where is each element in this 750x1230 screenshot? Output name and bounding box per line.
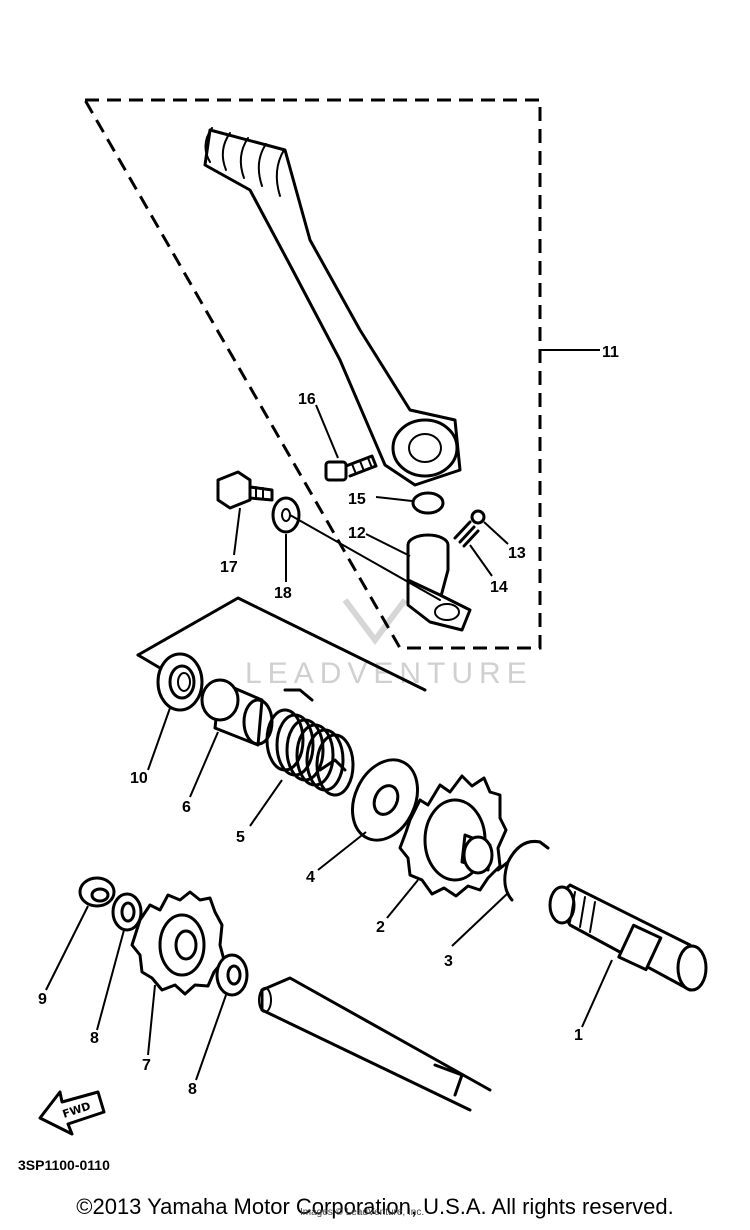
label-6: 6 <box>182 799 191 816</box>
kit-boundary <box>136 596 427 692</box>
leader-2 <box>386 879 419 919</box>
leader-12 <box>365 533 411 557</box>
gear-7 <box>130 890 226 996</box>
o-ring-15 <box>411 491 445 515</box>
leader-9 <box>45 905 89 991</box>
label-18: 18 <box>274 585 292 602</box>
label-7: 7 <box>142 1057 151 1074</box>
spring-14 <box>453 520 480 548</box>
leader-14 <box>469 544 493 577</box>
image-credit-note: Images © LeadVenture, Inc. <box>300 1207 425 1218</box>
bolt-16 <box>324 454 378 482</box>
leader-8-upper <box>96 929 125 1031</box>
watermark-text: LEADVENTURE <box>245 657 533 690</box>
ball-13 <box>470 509 486 525</box>
washer-9 <box>78 876 116 908</box>
watermark: LEADVENTURE <box>245 598 533 690</box>
label-17: 17 <box>220 559 238 576</box>
part-labels: 1 2 3 4 5 6 7 8 8 9 10 11 12 13 14 15 16… <box>38 344 619 1098</box>
leader-3 <box>451 892 509 947</box>
label-16: 16 <box>298 391 316 408</box>
kick-boss-12 <box>406 533 472 632</box>
label-1: 1 <box>574 1027 583 1044</box>
circlip-3 <box>496 839 550 902</box>
bolt-17 <box>216 470 274 510</box>
label-4: 4 <box>306 869 315 886</box>
label-12: 12 <box>348 525 366 542</box>
kick-axle-1 <box>548 883 708 992</box>
leader-10 <box>147 707 171 771</box>
assembly-boundary-11 <box>82 98 542 650</box>
kick-crank-arm <box>203 127 462 487</box>
label-11: 11 <box>602 344 619 361</box>
collar-6 <box>200 678 274 747</box>
leader-5 <box>249 779 283 827</box>
leader-17 <box>233 507 241 556</box>
torsion-spring-5 <box>265 688 355 797</box>
label-14: 14 <box>490 579 508 596</box>
label-9: 9 <box>38 991 47 1008</box>
leader-7 <box>147 984 156 1056</box>
oil-seal-10 <box>156 652 204 712</box>
label-2: 2 <box>376 919 385 936</box>
leader-4 <box>317 831 367 871</box>
leader-13 <box>483 521 509 545</box>
kick-gear-2 <box>398 774 508 898</box>
label-15: 15 <box>348 491 366 508</box>
leader-16 <box>315 404 339 459</box>
label-8-upper: 8 <box>90 1030 99 1047</box>
label-10: 10 <box>130 770 148 787</box>
copyright-footer: ©2013 Yamaha Motor Corporation, U.S.A. A… <box>76 1194 674 1219</box>
leader-15 <box>375 496 413 502</box>
main-shaft <box>258 976 492 1112</box>
fwd-arrow-icon: FWD <box>38 1090 106 1136</box>
washer-18 <box>271 496 301 534</box>
leader-8-lower <box>195 994 227 1081</box>
washer-8-lower <box>215 953 249 997</box>
label-8-lower: 8 <box>188 1081 197 1098</box>
label-3: 3 <box>444 953 453 970</box>
drawing-code: 3SP1100-0110 <box>18 1157 110 1173</box>
label-13: 13 <box>508 545 526 562</box>
leader-1 <box>581 959 613 1028</box>
washer-8-upper <box>111 892 143 932</box>
label-5: 5 <box>236 829 245 846</box>
axis-line-upper <box>289 514 441 601</box>
leader-6 <box>189 731 219 798</box>
